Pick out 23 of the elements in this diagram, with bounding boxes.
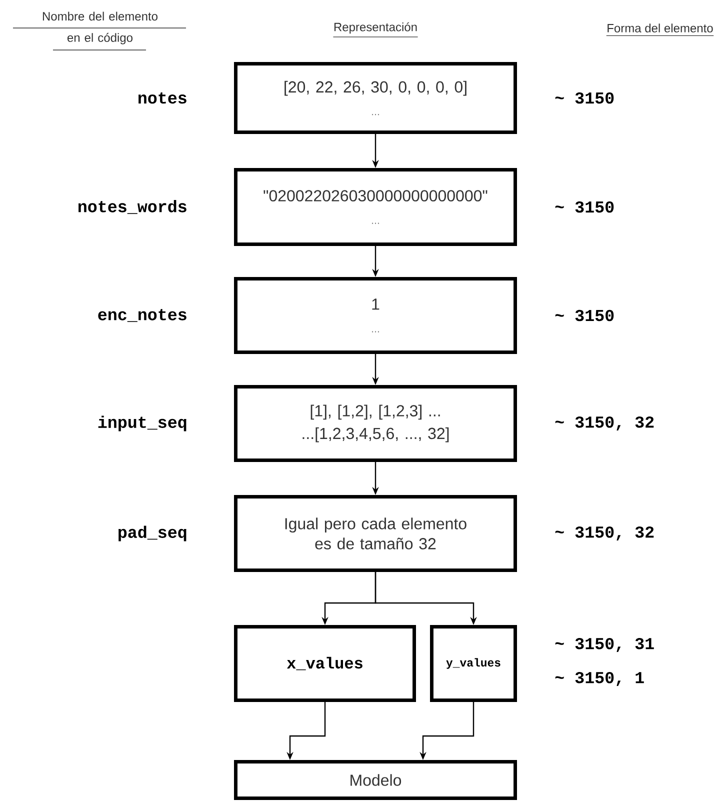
shape-label: ~ 3150 — [555, 201, 614, 213]
variable-name: pad_seq — [118, 526, 186, 542]
process-box: [20, 22, 26, 30, 0, 0, 0, 0] ... — [234, 62, 517, 134]
variable-name: notes_words — [78, 200, 186, 214]
process-box: [1], [1,2], [1,2,3] ... ...[1,2,3,4,5,6, ..., 32] — [234, 385, 517, 462]
shape-label: ~ 3150 — [555, 92, 614, 104]
shape-label: ~ 3150, 32 — [555, 416, 654, 431]
column-heading: Nombre del elemento en el código — [12, 12, 186, 50]
shape-label: ~ 3150, 32 — [555, 526, 654, 541]
process-box: y_values — [430, 625, 517, 702]
shape-label: ~ 3150, 1 — [555, 672, 644, 686]
shape-label: ~ 3150 — [555, 310, 614, 322]
process-box: x_values — [234, 625, 416, 702]
process-box: Igual pero cada elemento es de tamaño 32 — [234, 495, 517, 572]
variable-name: enc_notes — [98, 309, 186, 322]
shape-label: ~ 3150, 31 — [555, 638, 654, 652]
process-box: Modelo — [234, 760, 517, 800]
process-box: 1 ... — [234, 277, 517, 354]
column-heading: Forma del elemento — [606, 24, 714, 36]
variable-name: notes — [138, 92, 186, 104]
process-box: "020022026030000000000000" ... — [234, 168, 517, 246]
column-heading: Representación — [332, 22, 418, 38]
variable-name: input_seq — [98, 416, 186, 432]
